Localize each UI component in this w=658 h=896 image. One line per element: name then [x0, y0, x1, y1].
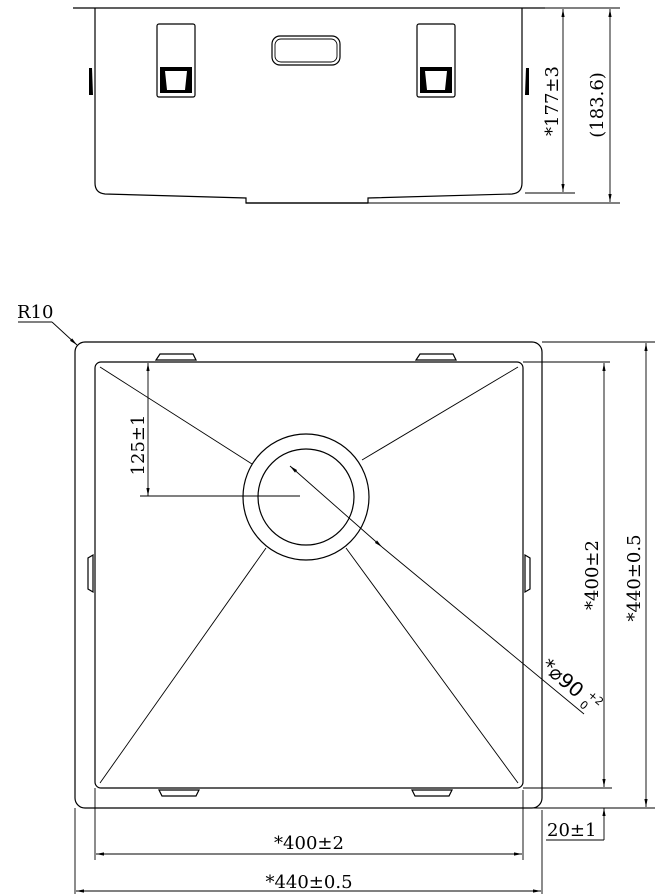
mounting-bracket-right	[416, 23, 456, 98]
height-dim-label: *177±3	[542, 66, 563, 136]
svg-text:0: 0	[577, 698, 591, 712]
outer-rim	[74, 341, 543, 809]
flange-dim-label: 20±1	[547, 820, 596, 841]
side-clip-right	[525, 68, 529, 95]
mounting-bracket-left	[156, 23, 196, 98]
svg-text:*⌀90: *⌀90	[537, 653, 589, 702]
drain-outer	[242, 433, 370, 561]
side-view: *177±3 (183.6)	[73, 7, 620, 204]
outer-width-dim-label: *440±0.5	[265, 872, 352, 893]
inner-height-dim-label: *400±2	[582, 540, 603, 610]
basin-profile	[94, 8, 523, 204]
svg-text:+2: +2	[585, 688, 606, 708]
inner-width-dim-label: *400±2	[274, 833, 344, 854]
drain-offset-dim-label: 125±1	[128, 415, 149, 476]
side-clip-left	[89, 68, 93, 95]
inner-basin	[94, 361, 524, 789]
drain-inner	[257, 448, 355, 546]
top-view: R10 125±1 *⌀90 +2 0 *400±2 *440±0.5 20±1	[17, 302, 655, 894]
overflow-slot	[271, 35, 341, 66]
drain-diameter-dim: *⌀90 +2 0	[537, 653, 606, 712]
corner-radius-label: R10	[17, 302, 53, 323]
overall-height-dim-label: (183.6)	[587, 72, 608, 138]
basin-slope-lines	[99, 366, 519, 784]
outer-height-dim-label: *440±0.5	[624, 534, 645, 621]
clips	[87, 353, 531, 797]
